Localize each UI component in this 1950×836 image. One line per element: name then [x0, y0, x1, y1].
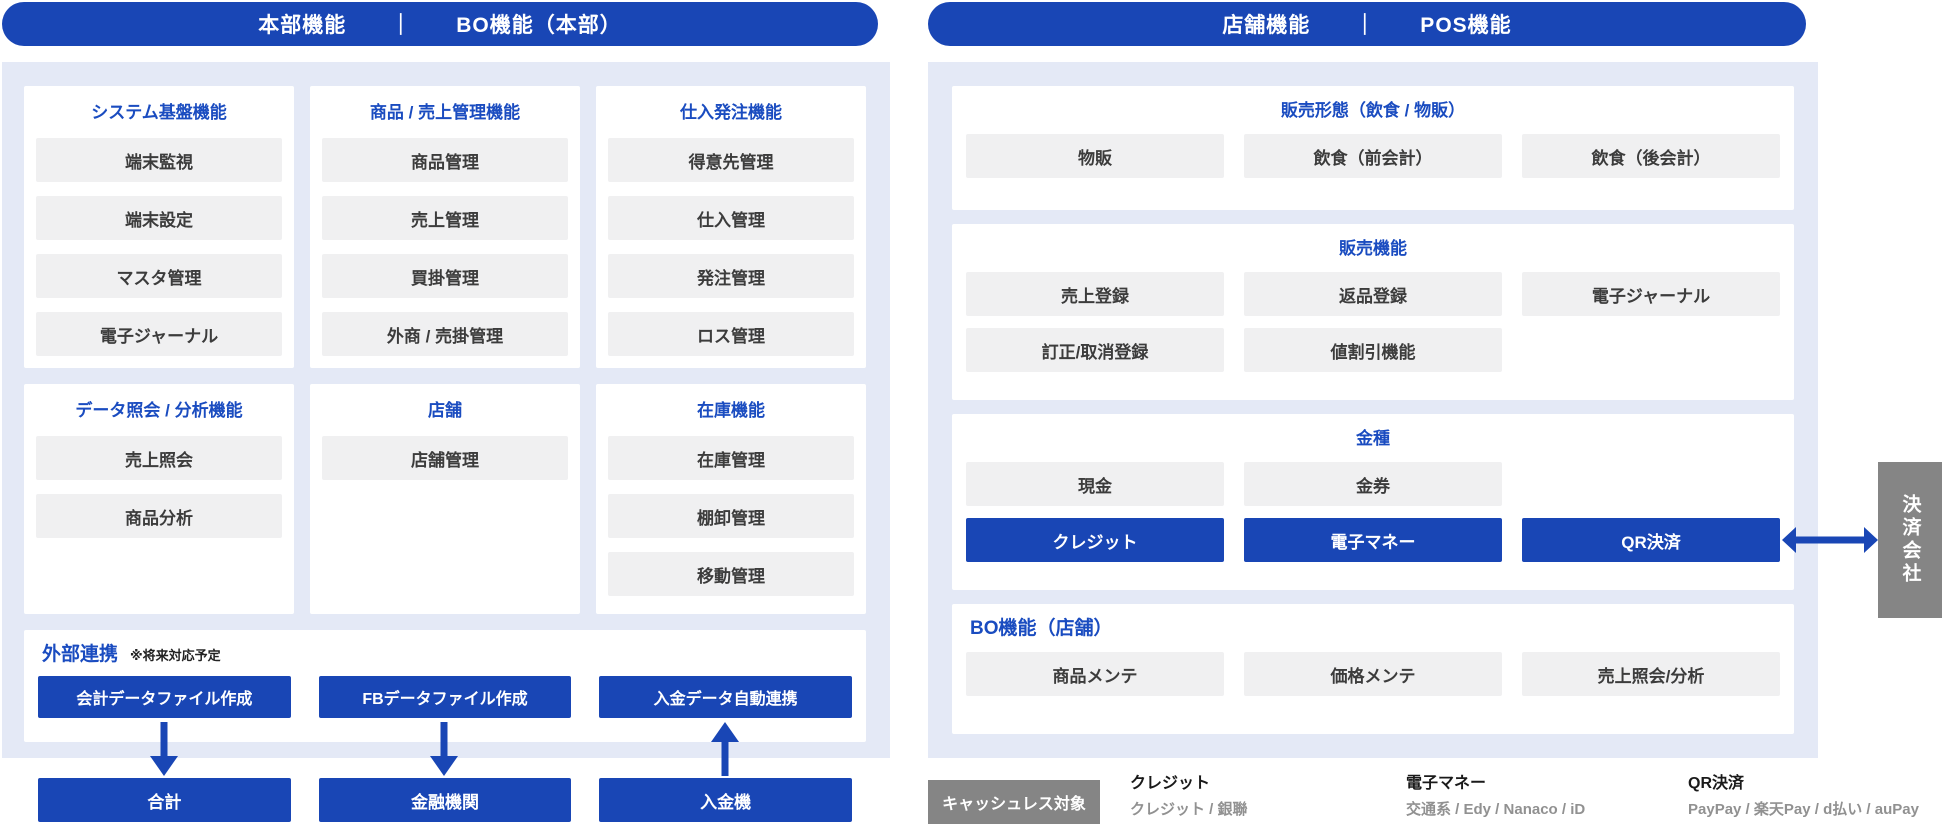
up-arrow-icon	[711, 722, 739, 776]
legend-title: クレジット	[1130, 775, 1211, 792]
payment-company-box: 決済会社	[1878, 462, 1942, 618]
card-sales-functions: 販売機能 売上登録 返品登録 電子ジャーナル 訂正/取消登録 値割引機能	[952, 224, 1794, 400]
feature-item: 売上登録	[966, 272, 1224, 316]
feature-item: 商品分析	[36, 494, 282, 538]
feature-item: 値割引機能	[1244, 328, 1502, 372]
feature-item: 現金	[966, 462, 1224, 506]
feature-item: ロス管理	[608, 312, 854, 356]
tender-blue-item: 電子マネー	[1244, 518, 1502, 562]
feature-item: 商品管理	[322, 138, 568, 182]
legend-badge: キャッシュレス対象	[928, 780, 1100, 824]
legend-title: 電子マネー	[1406, 775, 1487, 792]
card-inventory: 在庫機能 在庫管理 棚卸管理 移動管理	[596, 384, 866, 614]
feature-item: 商品メンテ	[966, 652, 1224, 696]
card-title: データ照会 / 分析機能	[75, 401, 243, 420]
feature-item: 飲食（後会計）	[1522, 134, 1780, 178]
headquarters-header: 本部機能 ｜ BO機能（本部）	[2, 2, 878, 46]
card-sales-format: 販売形態（飲食 / 物販） 物販 飲食（前会計） 飲食（後会計）	[952, 86, 1794, 210]
feature-item: マスタ管理	[36, 254, 282, 298]
feature-item: 仕入管理	[608, 196, 854, 240]
feature-item: 物販	[966, 134, 1224, 178]
tender-blue-item: QR決済	[1522, 518, 1780, 562]
card-title: 在庫機能	[697, 401, 765, 420]
feature-item: 返品登録	[1244, 272, 1502, 316]
external-button: 入金データ自動連携	[599, 676, 852, 718]
feature-item: 金券	[1244, 462, 1502, 506]
card-title: 店舗	[428, 401, 462, 420]
store-header: 店舗機能 ｜ POS機能	[928, 2, 1806, 46]
feature-item: 売上照会/分析	[1522, 652, 1780, 696]
card-title: 金種	[1356, 429, 1390, 448]
feature-item: 電子ジャーナル	[36, 312, 282, 356]
legend-column-emoney: 電子マネー 交通系 / Edy / Nanaco / iD	[1406, 772, 1585, 822]
down-arrow-icon	[430, 722, 458, 776]
feature-item: 店舗管理	[322, 436, 568, 480]
feature-item: 訂正/取消登録	[966, 328, 1224, 372]
card-title: 販売形態（飲食 / 物販）	[1280, 101, 1466, 120]
legend-sub: クレジット / 銀聯	[1130, 801, 1248, 818]
feature-item: 売上管理	[322, 196, 568, 240]
future-support-note: ※将来対応予定	[130, 648, 221, 663]
card-bo-store: BO機能（店舗） 商品メンテ 価格メンテ 売上照会/分析	[952, 604, 1794, 734]
legend-title: QR決済	[1688, 775, 1745, 792]
external-entity-button: 入金機	[599, 778, 852, 822]
card-tender-types: 金種 現金 金券 クレジット 電子マネー QR決済	[952, 414, 1794, 590]
tender-blue-item: クレジット	[966, 518, 1224, 562]
feature-item: 飲食（前会計）	[1244, 134, 1502, 178]
legend-column-credit: クレジット クレジット / 銀聯	[1130, 772, 1248, 822]
feature-item: 端末監視	[36, 138, 282, 182]
feature-item: 得意先管理	[608, 138, 854, 182]
legend-sub: 交通系 / Edy / Nanaco / iD	[1406, 801, 1586, 818]
external-entities-row: 合計 金融機関 入金機	[38, 778, 852, 822]
down-arrow-icon	[150, 722, 178, 776]
feature-item: 棚卸管理	[608, 494, 854, 538]
card-title: BO機能（店舗）	[970, 618, 1113, 639]
feature-item: 売上照会	[36, 436, 282, 480]
card-store: 店舗 店舗管理	[310, 384, 580, 614]
feature-item: 発注管理	[608, 254, 854, 298]
feature-item: 端末設定	[36, 196, 282, 240]
feature-item: 在庫管理	[608, 436, 854, 480]
card-purchase-ordering: 仕入発注機能 得意先管理 仕入管理 発注管理 ロス管理	[596, 86, 866, 368]
card-system-foundation: システム基盤機能 端末監視 端末設定 マスタ管理 電子ジャーナル	[24, 86, 294, 368]
card-product-sales-management: 商品 / 売上管理機能 商品管理 売上管理 買掛管理 外商 / 売掛管理	[310, 86, 580, 368]
external-button: FBデータファイル作成	[318, 676, 572, 718]
legend-sub: PayPay / 楽天Pay / d払い / auPay	[1688, 801, 1919, 818]
external-entity-button: 合計	[38, 778, 291, 822]
card-data-inquiry-analysis: データ照会 / 分析機能 売上照会 商品分析	[24, 384, 294, 614]
feature-item: 価格メンテ	[1244, 652, 1502, 696]
card-title: 外部連携	[42, 644, 119, 665]
double-arrow-icon	[1782, 527, 1878, 553]
external-button: 会計データファイル作成	[38, 676, 291, 718]
feature-item: 外商 / 売掛管理	[322, 312, 568, 356]
card-title: 販売機能	[1339, 239, 1407, 258]
feature-item: 移動管理	[608, 552, 854, 596]
feature-item: 買掛管理	[322, 254, 568, 298]
feature-item: 電子ジャーナル	[1522, 272, 1780, 316]
external-entity-button: 金融機関	[318, 778, 572, 822]
card-title: 商品 / 売上管理機能	[369, 103, 521, 122]
card-title: システム基盤機能	[91, 103, 227, 122]
card-title: 仕入発注機能	[680, 103, 782, 122]
legend-column-qr: QR決済 PayPay / 楽天Pay / d払い / auPay	[1688, 772, 1919, 822]
